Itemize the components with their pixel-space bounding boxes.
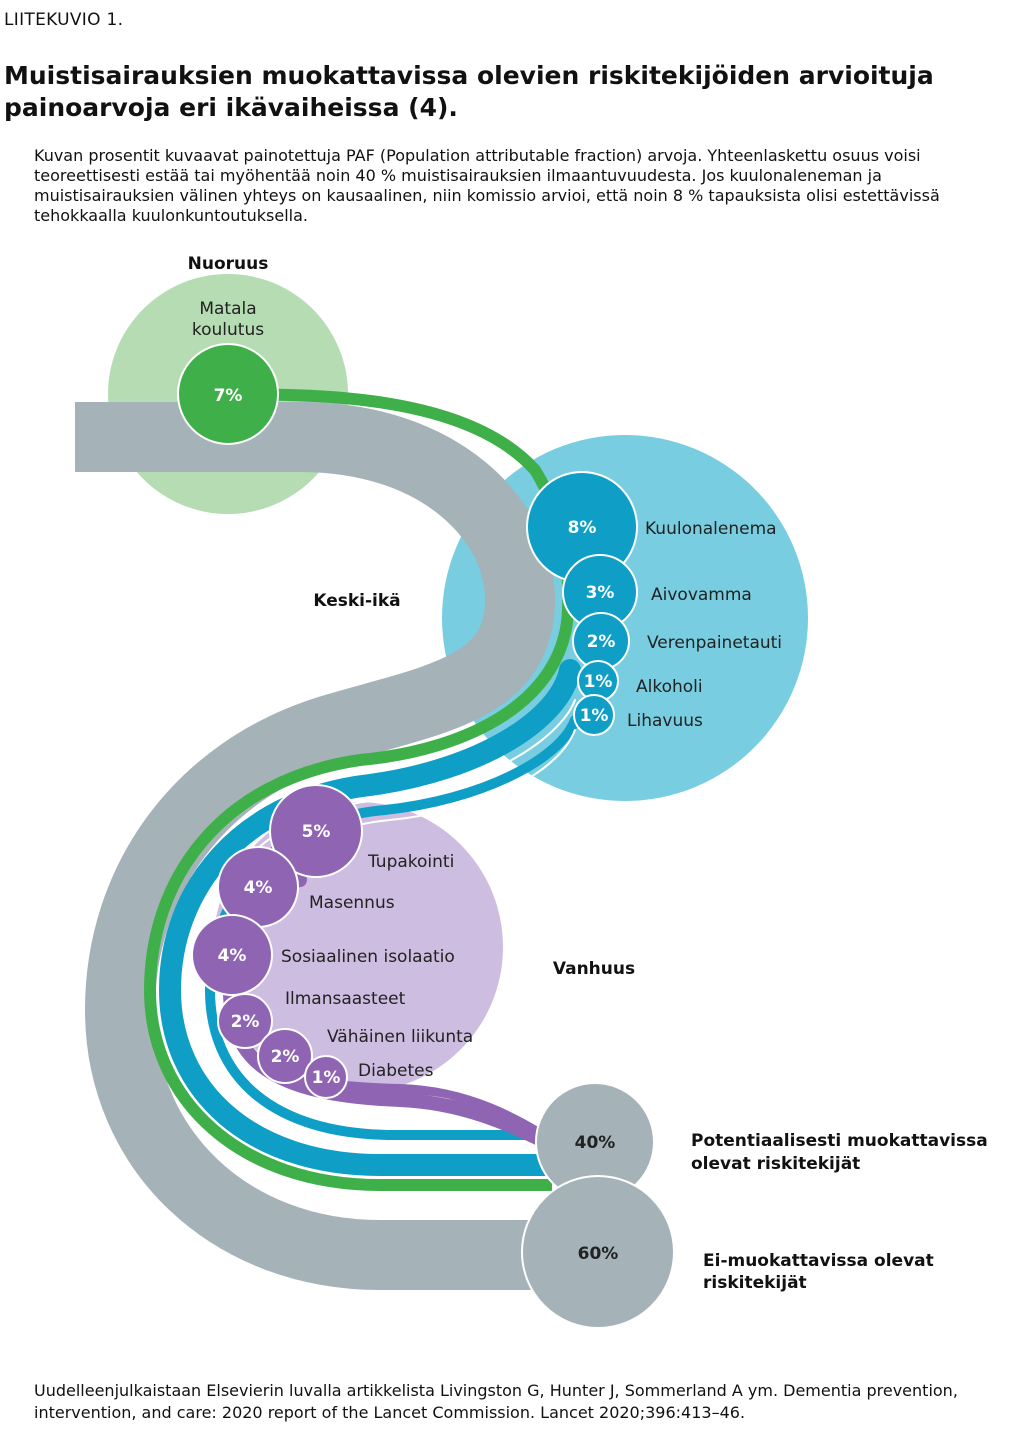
- total-nonmodifiable: 60% Ei-muokattavissa olevat riskitekijät: [521, 1175, 934, 1329]
- factor-bubble: [304, 1055, 348, 1099]
- factor-value: 1%: [580, 706, 609, 726]
- midlife-factor-obesity: 1% Lihavuus: [573, 694, 703, 736]
- midlife-factor-brain-injury: 3% Aivovamma: [562, 554, 752, 630]
- factor-bubble: [269, 784, 363, 878]
- factor-label: Ilmansaasteet: [285, 989, 406, 1009]
- total-bubble: [521, 1175, 675, 1329]
- factor-value: 2%: [587, 632, 616, 652]
- factor-value: 4%: [218, 946, 247, 966]
- factor-label: Kuulonalenema: [645, 519, 777, 539]
- midlife-factor-hearing-loss: 8% Kuulonalenema: [526, 471, 777, 583]
- youth-flow: [143, 388, 575, 1191]
- factor-value: 4%: [244, 878, 273, 898]
- total-label-line1: Potentiaalisesti muokattavissa: [691, 1131, 988, 1151]
- old-age-factor-smoking: 5% Tupakointi: [269, 784, 454, 878]
- stage-label-youth: Nuoruus: [188, 254, 269, 274]
- old-age-factor-diabetes: 1% Diabetes: [304, 1055, 434, 1099]
- figure-description: Kuvan prosentit kuvaavat painotettuja PA…: [34, 146, 940, 225]
- youth-factor-low-education: 7% Matala koulutus: [177, 299, 279, 445]
- factor-label: Vähäinen liikunta: [327, 1027, 473, 1047]
- factor-label-line2: koulutus: [192, 320, 264, 340]
- total-value: 40%: [575, 1133, 616, 1153]
- factor-value: 1%: [584, 672, 613, 692]
- stage-label-midlife: Keski-ikä: [313, 591, 400, 611]
- old-age-factor-depression: 4% Masennus: [217, 846, 395, 928]
- factor-label: Diabetes: [358, 1061, 434, 1081]
- total-label-line1: Ei-muokattavissa olevat: [703, 1251, 934, 1271]
- factor-label: Alkoholi: [636, 677, 703, 697]
- factor-label: Lihavuus: [627, 711, 703, 731]
- factor-label: Masennus: [309, 893, 395, 913]
- factor-value: 8%: [568, 518, 597, 538]
- factor-value: 2%: [271, 1047, 300, 1067]
- old-age-factor-physical-inactivity: 2% Vähäinen liikunta: [257, 1027, 473, 1084]
- stage-label-old-age: Vanhuus: [553, 959, 635, 979]
- old-age-factor-social-isolation: 4% Sosiaalinen isolaatio: [191, 914, 455, 996]
- factor-label: Tupakointi: [367, 852, 454, 872]
- factor-value: 5%: [302, 822, 331, 842]
- old-age-factor-air-pollution: 2% Ilmansaasteet: [217, 989, 406, 1049]
- factor-bubble: [573, 694, 615, 736]
- factor-value: 2%: [231, 1012, 260, 1032]
- factor-label: Sosiaalinen isolaatio: [281, 947, 455, 967]
- total-label-line2: olevat riskitekijät: [691, 1154, 860, 1174]
- factor-bubble: [217, 993, 273, 1049]
- midlife-factor-alcohol: 1% Alkoholi: [577, 660, 703, 702]
- factor-label-line1: Matala: [199, 299, 256, 319]
- factor-value: 1%: [312, 1068, 341, 1088]
- figure-title: Muistisairauksien muokattavissa olevien …: [4, 61, 934, 122]
- nonmodifiable-flow: [75, 402, 596, 1290]
- factor-bubble: [177, 343, 279, 445]
- figure-label: LIITEKUVIO 1.: [4, 10, 124, 30]
- total-value: 60%: [578, 1244, 619, 1264]
- midlife-factor-hypertension: 2% Verenpainetauti: [572, 612, 782, 670]
- factor-bubble: [191, 914, 273, 996]
- factor-label: Aivovamma: [651, 585, 752, 605]
- total-label-line2: riskitekijät: [703, 1273, 807, 1293]
- factor-bubble: [257, 1028, 313, 1084]
- factor-value: 3%: [586, 583, 615, 603]
- source-credit: Uudelleenjulkaistaan Elsevierin luvalla …: [34, 1381, 958, 1422]
- total-modifiable: 40% Potentiaalisesti muokattavissa oleva…: [535, 1082, 988, 1202]
- factor-value: 7%: [214, 386, 243, 406]
- factor-label: Verenpainetauti: [647, 633, 782, 653]
